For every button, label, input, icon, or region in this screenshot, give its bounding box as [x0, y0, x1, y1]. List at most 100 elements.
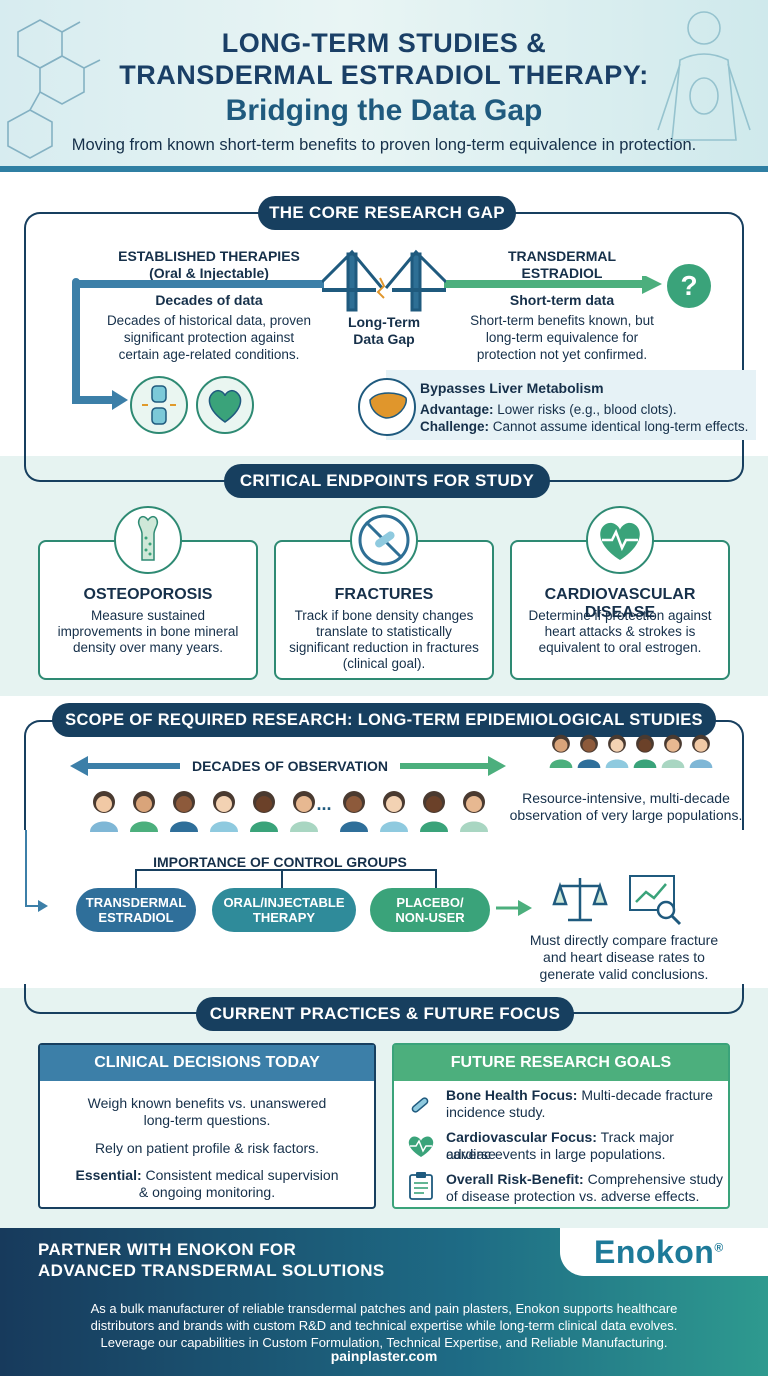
advantage-text: Lower risks (e.g., blood clots). — [497, 402, 677, 417]
bridge-icon — [322, 249, 446, 312]
practice-section: CURRENT PRACTICES & FUTURE FOCUS CLINICA… — [0, 984, 768, 1228]
heartbeat-icon — [586, 506, 654, 574]
footer-title-2: ADVANCED TRANSDERMAL SOLUTIONS — [38, 1261, 385, 1280]
person-icon — [250, 791, 278, 832]
clinical-3a-line: Essential: Consistent medical supervisio… — [50, 1167, 364, 1184]
decades-label: DECADES OF OBSERVATION — [191, 758, 389, 774]
footer: Enokon® PARTNER WITH ENOKON FOR ADVANCED… — [0, 1228, 768, 1376]
fracture-icon — [350, 506, 418, 574]
joint-icon — [130, 376, 188, 434]
heart-icon — [196, 376, 254, 434]
group-line-2: NON-USER — [395, 910, 465, 925]
crowd-icon — [548, 734, 714, 768]
clinical-decisions-box: CLINICAL DECISIONS TODAY Weigh known ben… — [38, 1043, 376, 1209]
future-1a-line: Bone Health Focus: Multi-decade fracture — [446, 1087, 726, 1104]
future-2b: cardiac events in large populations. — [446, 1146, 666, 1162]
challenge-label: Challenge: — [420, 419, 490, 434]
group-line-2: ESTRADIOL — [98, 910, 174, 925]
clinical-3b: & ongoing monitoring. — [138, 1184, 276, 1200]
endpoint-body-2: heart attacks & strokes is — [544, 624, 696, 639]
person-icon — [577, 734, 601, 768]
clinical-3a: Consistent medical supervision — [145, 1167, 339, 1183]
established-body-2: significant protection against — [123, 330, 295, 345]
ellipsis: ... — [316, 794, 332, 814]
group-line-1: PLACEBO/ — [396, 895, 464, 910]
endpoint-body-1: Measure sustained — [90, 608, 206, 623]
liver-box — [386, 370, 756, 440]
logo-text: Enokon — [594, 1234, 715, 1270]
footer-body-3: Leverage our capabilities in Custom Form… — [100, 1335, 668, 1350]
future-1-label: Bone Health Focus: — [446, 1087, 578, 1103]
population-text-1: Resource-intensive, multi-decade — [522, 790, 730, 806]
future-head: FUTURE RESEARCH GOALS — [394, 1045, 728, 1081]
bridge-label-2: Data Gap — [353, 331, 415, 347]
transdermal-title-2: ESTRADIOL — [521, 265, 603, 281]
established-body-3: certain age-related conditions. — [118, 347, 300, 362]
future-3b: of disease protection vs. adverse effect… — [446, 1188, 700, 1204]
established-body-1: Decades of historical data, proven — [106, 313, 312, 328]
bone-icon — [411, 1097, 429, 1113]
body-outline-icon — [657, 11, 751, 141]
future-3-label: Overall Risk-Benefit: — [446, 1171, 584, 1187]
endpoint-body-3: significant reduction in fractures — [289, 640, 479, 655]
clinical-head: CLINICAL DECISIONS TODAY — [40, 1045, 374, 1081]
transdermal-body-2: long-term equivalence for — [485, 330, 639, 345]
person-icon — [420, 791, 448, 832]
subtitle: Moving from known short-term benefits to… — [71, 136, 697, 154]
endpoint-title: FRACTURES — [334, 586, 434, 603]
liver-title: Bypasses Liver Metabolism — [420, 380, 604, 396]
transdermal-body-1: Short-term benefits known, but — [470, 313, 654, 328]
core-gap-section: THE CORE RESEARCH GAP ESTABLISHED THERAP… — [0, 172, 768, 472]
header: LONG-TERM STUDIES & TRANSDERMAL ESTRADIO… — [0, 0, 768, 172]
population-row — [88, 790, 320, 832]
question-mark-icon: ? — [667, 264, 711, 308]
future-3a: Comprehensive study — [587, 1171, 724, 1187]
endpoint-title: OSTEOPOROSIS — [83, 586, 213, 603]
essential-label: Essential: — [75, 1167, 142, 1183]
logo-box — [560, 1228, 768, 1276]
scope-pill: SCOPE OF REQUIRED RESEARCH: LONG-TERM EP… — [52, 703, 716, 737]
future-2-label: Cardiovascular Focus: — [446, 1129, 597, 1145]
endpoint-body-1: Track if bone density changes — [294, 608, 474, 623]
endpoints-pill: CRITICAL ENDPOINTS FOR STUDY — [224, 464, 550, 498]
heart-pulse-icon — [408, 1136, 434, 1157]
molecule-icon — [7, 19, 101, 159]
population-row — [338, 790, 490, 832]
clinical-1b: long-term questions. — [143, 1112, 271, 1128]
compare-text-3: generate valid conclusions. — [539, 966, 709, 982]
future-2a: Track major adverse — [446, 1129, 674, 1162]
footer-title-1: PARTNER WITH ENOKON FOR — [38, 1240, 297, 1259]
future-2a-line: Cardiovascular Focus: Track major advers… — [446, 1129, 726, 1163]
person-icon — [210, 791, 238, 832]
group-line-1: TRANSDERMAL — [85, 895, 187, 910]
person-icon — [549, 734, 573, 768]
transdermal-title-1: TRANSDERMAL — [507, 248, 617, 264]
scales-icon — [552, 875, 682, 926]
future-1a: Multi-decade fracture — [581, 1087, 713, 1103]
challenge-text: Cannot assume identical long-term effect… — [492, 419, 749, 434]
website-link[interactable]: painplaster.com — [330, 1348, 438, 1364]
scope-section: SCOPE OF REQUIRED RESEARCH: LONG-TERM EP… — [0, 696, 768, 988]
clinical-1a: Weigh known benefits vs. unanswered — [87, 1095, 327, 1111]
endpoint-body-2: improvements in bone mineral — [57, 624, 239, 639]
liver-icon — [358, 378, 416, 436]
footer-body-1: As a bulk manufacturer of reliable trans… — [90, 1301, 678, 1316]
enokon-logo: Enokon® — [594, 1234, 724, 1271]
person-icon — [130, 791, 158, 832]
control-groups-title: IMPORTANCE OF CONTROL GROUPS — [153, 854, 407, 870]
established-title-2: (Oral & Injectable) — [149, 265, 269, 281]
compare-text-2: and heart disease rates to — [543, 949, 705, 965]
endpoint-title: CARDIOVASCULAR DISEASE — [544, 586, 696, 621]
transdermal-sub: Short-term data — [509, 292, 615, 308]
population-text-2: observation of very large populations. — [509, 807, 743, 823]
group-line-1: ORAL/INJECTABLE — [223, 895, 345, 910]
group-placebo: PLACEBO/NON-USER — [370, 888, 490, 932]
title-line-1: LONG-TERM STUDIES & — [221, 28, 547, 58]
clinical-2: Rely on patient profile & risk factors. — [94, 1140, 320, 1156]
endpoint-body-3: equivalent to oral estrogen. — [538, 640, 702, 655]
practice-pill: CURRENT PRACTICES & FUTURE FOCUS — [196, 997, 574, 1031]
advantage-label: Advantage: — [420, 402, 494, 417]
footer-body: As a bulk manufacturer of reliable trans… — [20, 1300, 748, 1351]
